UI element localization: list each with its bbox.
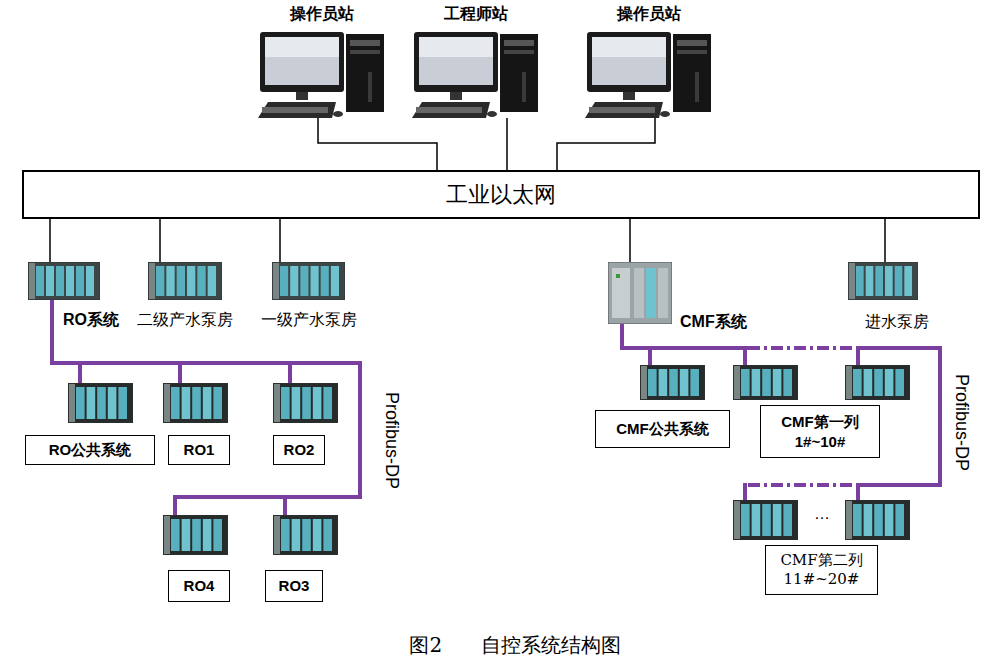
computer-icon — [258, 32, 386, 118]
io-label-box: RO1 — [168, 435, 230, 465]
io-station: RO1 — [163, 383, 230, 465]
io-station: CMF公共系统 — [595, 365, 730, 448]
ethernet-link — [884, 219, 886, 262]
io-label-box: CMF第一列 1#~10# — [760, 405, 880, 458]
io-module-icon — [163, 383, 228, 423]
ethernet-link — [318, 118, 437, 170]
plc-icon — [608, 262, 672, 324]
io-station: CMF第一列 1#~10# — [733, 365, 912, 458]
bus-label: 工业以太网 — [446, 180, 556, 210]
plc-label: 一级产水泵房 — [261, 310, 357, 331]
profibus-link — [175, 497, 285, 515]
io-module-icon — [845, 365, 910, 400]
ethernet-bus: 工业以太网 — [22, 170, 980, 219]
io-module-icon — [845, 500, 910, 540]
workstation: 操作员站 — [258, 32, 386, 118]
plc-station: CMF系统 — [608, 262, 672, 324]
profibus-link — [180, 363, 290, 383]
io-module-icon — [733, 500, 798, 540]
io-label: CMF第二列 11#~20# — [772, 551, 871, 590]
ethernet-link — [557, 118, 655, 170]
io-station: RO3 — [265, 515, 338, 602]
plc-label: 二级产水泵房 — [137, 310, 233, 331]
io-label: RO1 — [184, 440, 215, 460]
io-label: RO4 — [184, 576, 215, 596]
io-module-icon — [163, 515, 228, 555]
workstation: 操作员站 — [585, 32, 713, 118]
plc-station: 二级产水泵房 — [148, 262, 222, 300]
ethernet-link — [49, 219, 51, 262]
io-label-box: RO4 — [168, 570, 230, 602]
profibus-link — [80, 363, 180, 383]
io-station: RO2 — [273, 383, 338, 465]
io-module-icon — [733, 365, 798, 400]
io-label: RO公共系统 — [49, 440, 132, 460]
plc-label: RO系统 — [63, 310, 119, 331]
io-label-box: CMF公共系统 — [595, 410, 730, 448]
io-label: CMF第一列 1#~10# — [767, 412, 873, 451]
ethernet-link — [506, 118, 508, 170]
station-label: 操作员站 — [585, 4, 713, 25]
profibus-link — [650, 346, 748, 365]
workstation: 工程师站 — [412, 32, 540, 118]
bus-name: Profibus-DP — [952, 373, 973, 470]
bus-drop — [743, 483, 747, 500]
io-label-box: CMF第二列 11#~20# — [765, 545, 878, 595]
plc-station: RO系统 — [28, 262, 100, 300]
ethernet-link — [629, 219, 631, 262]
io-station: RO4 — [163, 515, 230, 602]
plc-icon — [848, 262, 918, 300]
io-label-box: RO2 — [273, 435, 325, 465]
station-label: 工程师站 — [412, 4, 540, 25]
plc-station: 一级产水泵房 — [272, 262, 345, 300]
bus-dash — [748, 346, 852, 350]
computer-icon — [412, 32, 540, 118]
plc-icon — [272, 262, 345, 300]
plc-station: 进水泵房 — [848, 262, 918, 300]
ethernet-link — [279, 219, 281, 262]
io-label: RO3 — [279, 576, 310, 596]
io-label: CMF公共系统 — [616, 419, 709, 439]
figure-caption: 图2 自控系统结构图 — [409, 632, 620, 659]
io-label: RO2 — [284, 440, 315, 460]
station-label: 操作员站 — [258, 4, 386, 25]
ellipsis-mark: … — [814, 505, 830, 523]
ethernet-link — [159, 219, 161, 262]
io-module-icon — [68, 383, 133, 423]
plc-label: 进水泵房 — [865, 312, 929, 333]
io-label-box: RO3 — [265, 570, 323, 602]
io-label-box: RO公共系统 — [25, 435, 155, 465]
profibus-link — [622, 324, 650, 365]
io-station: RO公共系统 — [25, 383, 155, 465]
plc-icon — [148, 262, 222, 300]
plc-icon — [28, 262, 100, 300]
io-module-icon — [273, 383, 338, 423]
io-module-icon — [640, 365, 705, 400]
io-module-icon — [273, 515, 338, 555]
bus-name: Profibus-DP — [382, 391, 403, 488]
plc-label: CMF系统 — [680, 312, 747, 333]
bus-dash — [748, 483, 852, 487]
computer-icon — [585, 32, 713, 118]
